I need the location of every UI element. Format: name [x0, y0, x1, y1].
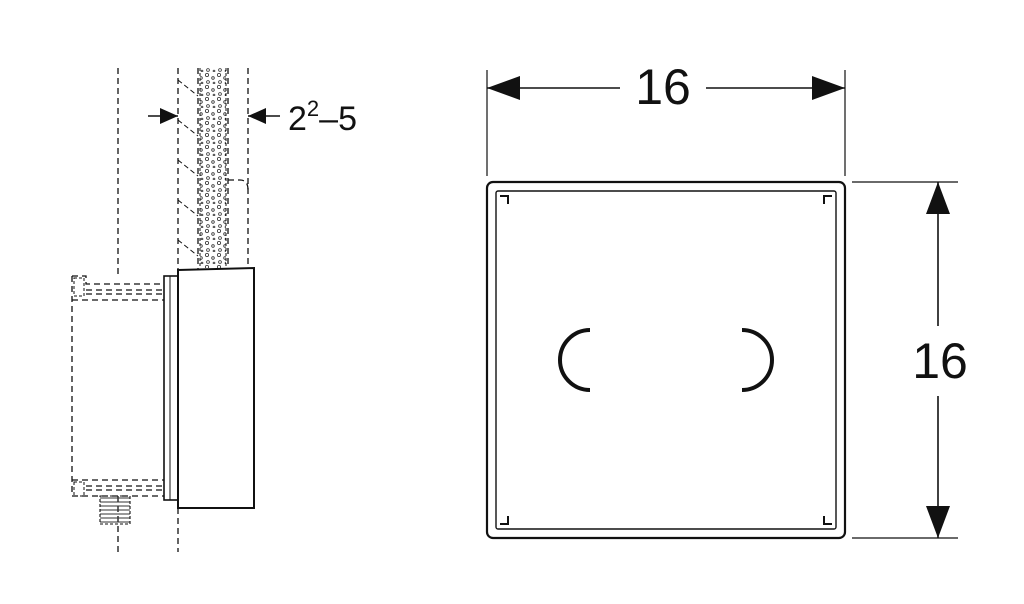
threaded-connector	[99, 495, 131, 525]
wall-hatching	[177, 79, 199, 257]
wall-thickness-label: 22–5	[288, 96, 357, 138]
concealed-box	[71, 275, 164, 497]
sensor-bracket-right-icon	[741, 328, 774, 392]
box-clip-bottom	[73, 481, 85, 497]
side-view	[71, 68, 280, 552]
width-dimension-line	[487, 76, 845, 100]
wall-thickness-dimension	[148, 108, 280, 124]
height-dimension-line	[926, 182, 950, 538]
corner-marks	[500, 195, 832, 525]
front-plate-outer	[485, 180, 847, 540]
cover-plate-back	[163, 275, 179, 501]
height-label: 16	[912, 333, 968, 389]
box-clip-top	[73, 277, 85, 297]
front-plate-inner	[495, 190, 837, 530]
width-label: 16	[635, 59, 691, 115]
front-view	[485, 70, 958, 540]
sensor-bracket-left-icon	[558, 328, 591, 392]
foam-insulation	[200, 68, 226, 268]
cover-plate	[177, 266, 255, 509]
